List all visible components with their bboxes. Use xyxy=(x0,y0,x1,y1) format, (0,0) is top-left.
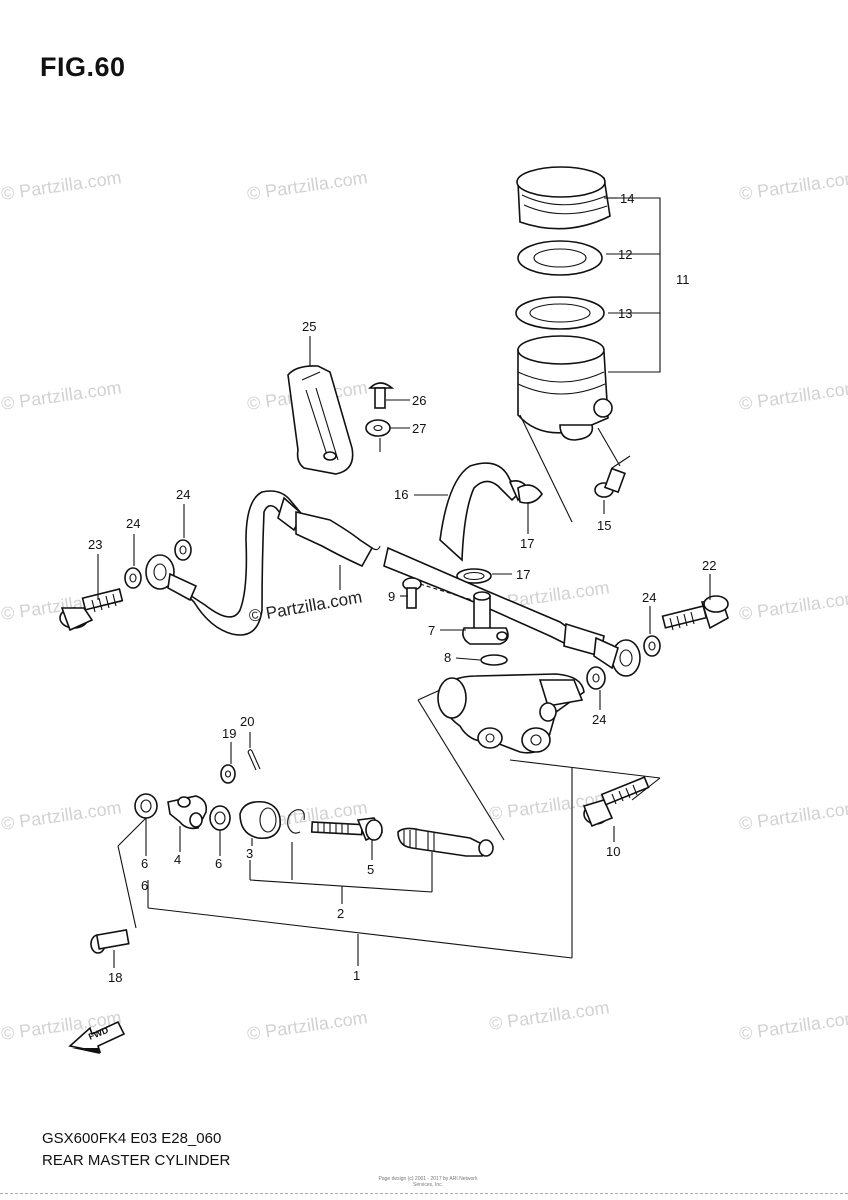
callout-2: 2 xyxy=(337,906,344,921)
reservoir-cap-top xyxy=(516,166,606,198)
callout-16: 16 xyxy=(394,487,408,502)
callout-6: 6 xyxy=(215,856,222,871)
watermark: © Partzilla.com xyxy=(0,377,123,414)
banjo-bolt-left xyxy=(59,588,124,632)
watermark: © Partzilla.com xyxy=(738,587,848,624)
hose-clamp-lower xyxy=(456,568,492,584)
sealing-washer xyxy=(586,666,606,690)
callout-18: 18 xyxy=(108,970,122,985)
callout-6: 6 xyxy=(141,856,148,871)
callout-5: 5 xyxy=(367,862,374,877)
o-ring xyxy=(480,654,508,666)
callout-9: 9 xyxy=(388,589,395,604)
watermark: © Partzilla.com xyxy=(738,377,848,414)
reservoir-bolt xyxy=(594,455,631,498)
callout-11: 11 xyxy=(676,272,690,287)
leader-lines xyxy=(97,197,711,968)
callout-15: 15 xyxy=(597,518,611,533)
copyright-fine-print: Page design (c) 2001 - 2017 by ARI Netwo… xyxy=(378,1176,478,1188)
callout-4: 4 xyxy=(174,852,181,867)
callout-13: 13 xyxy=(618,306,632,321)
callout-26: 26 xyxy=(412,393,426,408)
callout-23: 23 xyxy=(88,537,102,552)
callout-1: 1 xyxy=(353,968,360,983)
callout-20: 20 xyxy=(240,714,254,729)
hose-joint xyxy=(462,591,509,645)
bracket-washer xyxy=(365,419,391,437)
callout-17: 17 xyxy=(516,567,530,582)
callout-3: 3 xyxy=(246,846,253,861)
brake-hose xyxy=(145,490,381,636)
sealing-washer xyxy=(124,567,142,589)
page-bottom-divider xyxy=(0,1193,848,1194)
reservoir-assembly xyxy=(515,166,661,523)
reservoir-diaphragm xyxy=(515,296,605,330)
clevis-pin xyxy=(90,928,130,954)
model-code: GSX600FK4 E03 E28_060 xyxy=(42,1130,222,1147)
callout-17: 17 xyxy=(520,536,534,551)
watermark: © Partzilla.com xyxy=(246,167,369,204)
master-cylinder-body xyxy=(437,673,585,754)
watermark: © Partzilla.com xyxy=(488,997,611,1034)
push-rod xyxy=(310,817,384,842)
piston-assembly xyxy=(397,827,494,857)
hose-clamp-upper xyxy=(517,484,543,504)
callout-8: 8 xyxy=(444,650,451,665)
push-rod-clevis xyxy=(167,795,208,830)
clevis-washer xyxy=(220,764,236,784)
callout-10: 10 xyxy=(606,844,620,859)
joint-screw xyxy=(402,577,422,609)
callout-24: 24 xyxy=(126,516,140,531)
sealing-washer xyxy=(174,539,192,561)
reservoir-body xyxy=(517,349,609,434)
section-name: REAR MASTER CYLINDER xyxy=(42,1152,231,1169)
watermark: © Partzilla.com xyxy=(738,1007,848,1044)
callout-24: 24 xyxy=(642,590,656,605)
callout-14: 14 xyxy=(620,191,634,206)
figure-title: FIG.60 xyxy=(40,52,126,82)
circlip xyxy=(287,809,305,834)
callout-labels: 1 2 3 4 5 6 6 6 7 8 9 10 11 12 13 14 15 … xyxy=(88,191,716,985)
callout-6: 6 xyxy=(141,878,148,893)
callout-7: 7 xyxy=(428,623,435,638)
watermark: © Partzilla.com xyxy=(0,797,123,834)
dust-boot xyxy=(239,800,281,840)
callout-19: 19 xyxy=(222,726,236,741)
callout-24: 24 xyxy=(592,712,606,727)
callout-25: 25 xyxy=(302,319,316,334)
bracket-plate xyxy=(287,365,354,475)
watermark: © Partzilla.com xyxy=(738,167,848,204)
watermark: © Partzilla.com xyxy=(0,167,123,204)
lock-nut xyxy=(209,805,231,831)
mounting-bolt xyxy=(582,776,650,828)
reservoir-hose xyxy=(439,462,543,584)
center-watermark: © Partzilla.com xyxy=(247,587,363,626)
sealing-washer xyxy=(643,635,661,657)
brake-hose-right xyxy=(383,546,641,677)
reservoir-plate xyxy=(517,240,603,276)
bracket-screw xyxy=(368,382,395,389)
lock-nut xyxy=(134,793,158,819)
watermark: © Partzilla.com xyxy=(246,1007,369,1044)
callout-22: 22 xyxy=(702,558,716,573)
cotter-pin xyxy=(247,749,261,771)
callout-12: 12 xyxy=(618,247,632,262)
watermark: © Partzilla.com xyxy=(738,797,848,834)
callout-27: 27 xyxy=(412,421,426,436)
callout-24: 24 xyxy=(176,487,190,502)
banjo-bolt-right xyxy=(661,595,729,631)
